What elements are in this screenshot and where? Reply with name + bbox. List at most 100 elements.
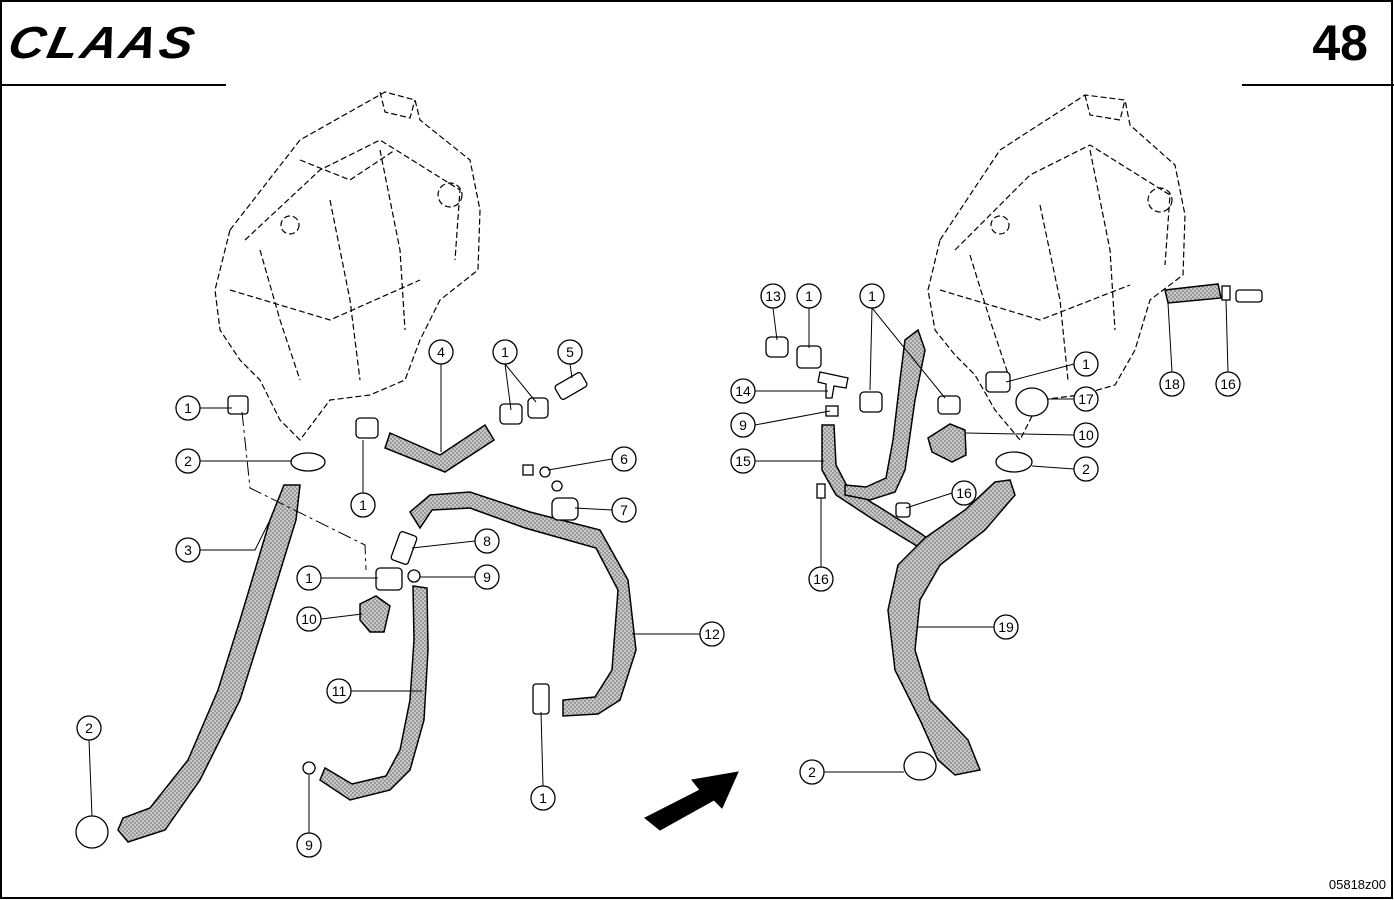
callout-leader	[540, 711, 544, 798]
callout-number: 16	[813, 571, 829, 587]
callout-circle	[611, 497, 637, 523]
drawing-number: 05818z00	[1328, 877, 1386, 892]
fitting-1i	[937, 395, 961, 415]
callout-number: 7	[620, 502, 628, 518]
callout-balloon: 10	[1073, 422, 1099, 448]
callout-balloon: 1	[296, 565, 322, 591]
callout-balloon: 10	[296, 606, 322, 632]
hose-10-left	[359, 595, 391, 633]
callout-balloon: 19	[993, 614, 1019, 640]
callout-leader	[188, 519, 271, 551]
hose-19	[887, 479, 1016, 776]
callout-balloon: 8	[474, 528, 500, 554]
callout-number: 3	[184, 542, 192, 558]
fitting-1a	[227, 395, 249, 415]
callout-leader	[743, 410, 831, 426]
fitting-1d	[527, 397, 549, 419]
callout-number: 4	[437, 344, 445, 360]
clamp-2a	[290, 452, 326, 472]
callout-balloon: 9	[296, 832, 322, 858]
callout-circle	[611, 446, 637, 472]
plug-16c	[1221, 285, 1231, 301]
clamp-2d	[903, 751, 937, 781]
callout-leader	[965, 432, 1086, 436]
bracket-7	[551, 497, 579, 521]
callout-number: 2	[184, 453, 192, 469]
callout-balloon: 2	[76, 715, 102, 741]
callout-circle	[175, 448, 201, 474]
callout-circle	[474, 564, 500, 590]
callout-number: 6	[620, 451, 628, 467]
callout-circle	[175, 537, 201, 563]
callout-circle	[796, 283, 822, 309]
callout-number: 1	[868, 288, 876, 304]
callout-number: 18	[1164, 376, 1180, 392]
callout-balloon: 1	[492, 339, 518, 365]
callout-balloon: 2	[799, 759, 825, 785]
callout-number: 2	[808, 764, 816, 780]
callout-balloon: 6	[611, 446, 637, 472]
callout-balloon: 1	[859, 283, 885, 309]
callout-circle	[296, 606, 322, 632]
cap-17	[1015, 387, 1049, 417]
callout-number: 1	[305, 570, 313, 586]
hose-3	[117, 484, 301, 843]
callout-number: 1	[501, 344, 509, 360]
callout-number: 10	[1078, 427, 1094, 443]
fitting-1c	[499, 403, 523, 425]
callout-balloon: 18	[1159, 371, 1185, 397]
callout-circle	[859, 283, 885, 309]
callout-balloon: 9	[730, 412, 756, 438]
callout-balloon: 2	[175, 448, 201, 474]
callout-number: 11	[332, 683, 347, 699]
callout-number: 9	[483, 569, 491, 585]
callout-circle	[730, 378, 756, 404]
cap-9b	[302, 761, 316, 775]
hose-right-upper	[844, 328, 926, 501]
plug-16a	[816, 483, 826, 499]
callout-number: 1	[539, 790, 547, 806]
fittings	[75, 285, 1263, 849]
callout-balloon: 1	[350, 492, 376, 518]
callout-circle	[296, 832, 322, 858]
callout-balloon: 5	[557, 339, 583, 365]
callout-number: 1	[805, 288, 813, 304]
cap-9a	[407, 569, 421, 583]
assembly-line	[241, 411, 367, 571]
callout-balloon: 16	[951, 480, 977, 506]
callout-number: 8	[483, 533, 491, 549]
callout-balloon: 1	[175, 395, 201, 421]
callout-balloon: 16	[1215, 371, 1241, 397]
clamp-2b	[75, 815, 109, 849]
callout-number: 1	[359, 497, 367, 513]
callout-circle	[326, 678, 352, 704]
callout-balloon: 17	[1073, 386, 1099, 412]
washer-6b	[551, 480, 563, 492]
callout-circle	[530, 785, 556, 811]
callout-balloon: 9	[474, 564, 500, 590]
callout-number: 2	[85, 720, 93, 736]
callout-number: 2	[1082, 461, 1090, 477]
callout-balloon: 3	[175, 537, 201, 563]
callout-circle	[474, 528, 500, 554]
hose-12	[409, 491, 637, 717]
callout-circle	[808, 566, 834, 592]
callout-number: 9	[305, 837, 313, 853]
callout-number: 19	[998, 619, 1014, 635]
callout-number: 15	[735, 453, 751, 469]
washer-6	[539, 466, 551, 478]
callout-number: 10	[301, 611, 317, 627]
callout-circle	[1073, 456, 1099, 482]
tee-14	[817, 371, 849, 399]
fitting-1h	[859, 391, 883, 413]
callout-number: 12	[704, 626, 720, 642]
callout-balloon: 4	[428, 339, 454, 365]
nut-6	[522, 464, 534, 476]
callout-circle	[557, 339, 583, 365]
callout-circle	[799, 759, 825, 785]
callout-circle	[699, 621, 725, 647]
callout-number: 16	[1220, 376, 1236, 392]
hose-11	[319, 585, 429, 801]
callout-circle	[1073, 351, 1099, 377]
